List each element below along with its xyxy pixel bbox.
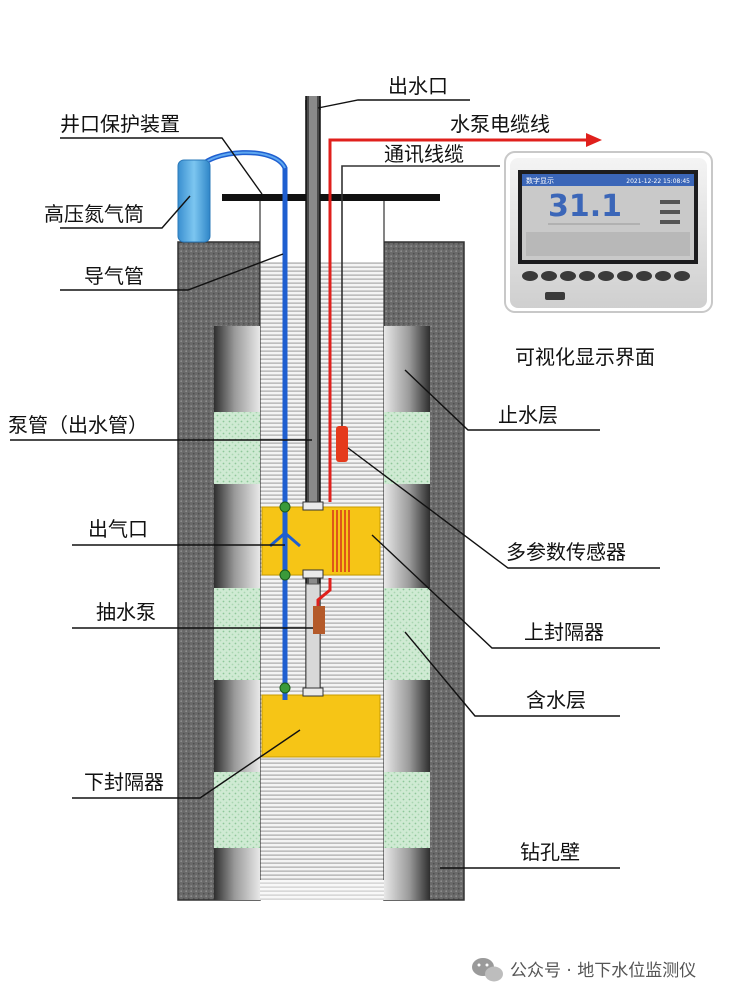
stratum-block xyxy=(214,326,260,412)
label-comm-cable: 通讯线缆 xyxy=(384,142,464,166)
leader-lines xyxy=(10,99,660,869)
label-outlet: 出水口 xyxy=(388,74,448,98)
stratum-block xyxy=(214,848,260,900)
label-aquifer: 含水层 xyxy=(526,688,586,712)
monitor-datetime: 2021-12-22 15:08:45 xyxy=(626,178,690,185)
label-pump: 抽水泵 xyxy=(96,600,156,624)
label-borehole-wall: 钻孔壁 xyxy=(520,840,580,864)
pump-motor xyxy=(313,606,325,634)
label-sensor: 多参数传感器 xyxy=(506,540,626,564)
label-upper-packer: 上封隔器 xyxy=(524,620,604,644)
display-device: 数字显示 2021-12-22 15:08:45 31.1 xyxy=(504,151,713,313)
borehole xyxy=(177,200,465,901)
gas-outlet-arrow xyxy=(269,531,301,548)
label-pump-pipe: 泵管（出水管） xyxy=(8,413,148,437)
monitor-value: 31.1 xyxy=(548,189,622,224)
watermark: 公众号 · 地下水位监测仪 xyxy=(472,958,696,982)
label-water-stop: 止水层 xyxy=(498,403,558,427)
comm-cable xyxy=(341,165,500,430)
watermark-text: 公众号 · 地下水位监测仪 xyxy=(510,961,696,981)
label-nitrogen: 高压氮气筒 xyxy=(44,202,144,226)
pump-cable xyxy=(328,133,602,502)
stratum-block xyxy=(214,680,260,772)
stratum-block xyxy=(384,484,430,588)
stratum-block xyxy=(384,680,430,772)
label-wellhead: 井口保护装置 xyxy=(60,112,180,136)
stratum-block xyxy=(384,326,430,412)
aquifer-band xyxy=(214,588,260,680)
upper-packer xyxy=(261,506,381,576)
nitrogen-cylinder xyxy=(177,159,211,243)
aquifer-band xyxy=(214,412,260,484)
stratum-block xyxy=(214,484,260,588)
aquifer-band xyxy=(384,412,430,484)
multi-parameter-sensor xyxy=(336,426,348,462)
outlet-pipe-top xyxy=(305,100,321,110)
label-gas-pipe: 导气管 xyxy=(84,264,144,288)
label-gas-outlet: 出气口 xyxy=(88,517,148,541)
label-lower-packer: 下封隔器 xyxy=(84,770,164,794)
bore-water-column xyxy=(260,262,384,900)
label-pump-cable: 水泵电缆线 xyxy=(450,112,550,136)
label-display: 可视化显示界面 xyxy=(515,345,655,369)
monitor-buttons xyxy=(522,271,690,281)
lower-packer xyxy=(261,694,381,758)
aquifer-band xyxy=(384,772,430,848)
sensor-stripes xyxy=(332,510,350,572)
stratum-block xyxy=(384,848,430,900)
labels: 出水口 井口保护装置 水泵电缆线 通讯线缆 高压氮气筒 导气管 可视化显示界面 … xyxy=(8,74,655,864)
monitor-screen-title: 数字显示 xyxy=(526,176,554,185)
aquifer-band xyxy=(214,772,260,848)
wechat-icon xyxy=(472,958,503,982)
